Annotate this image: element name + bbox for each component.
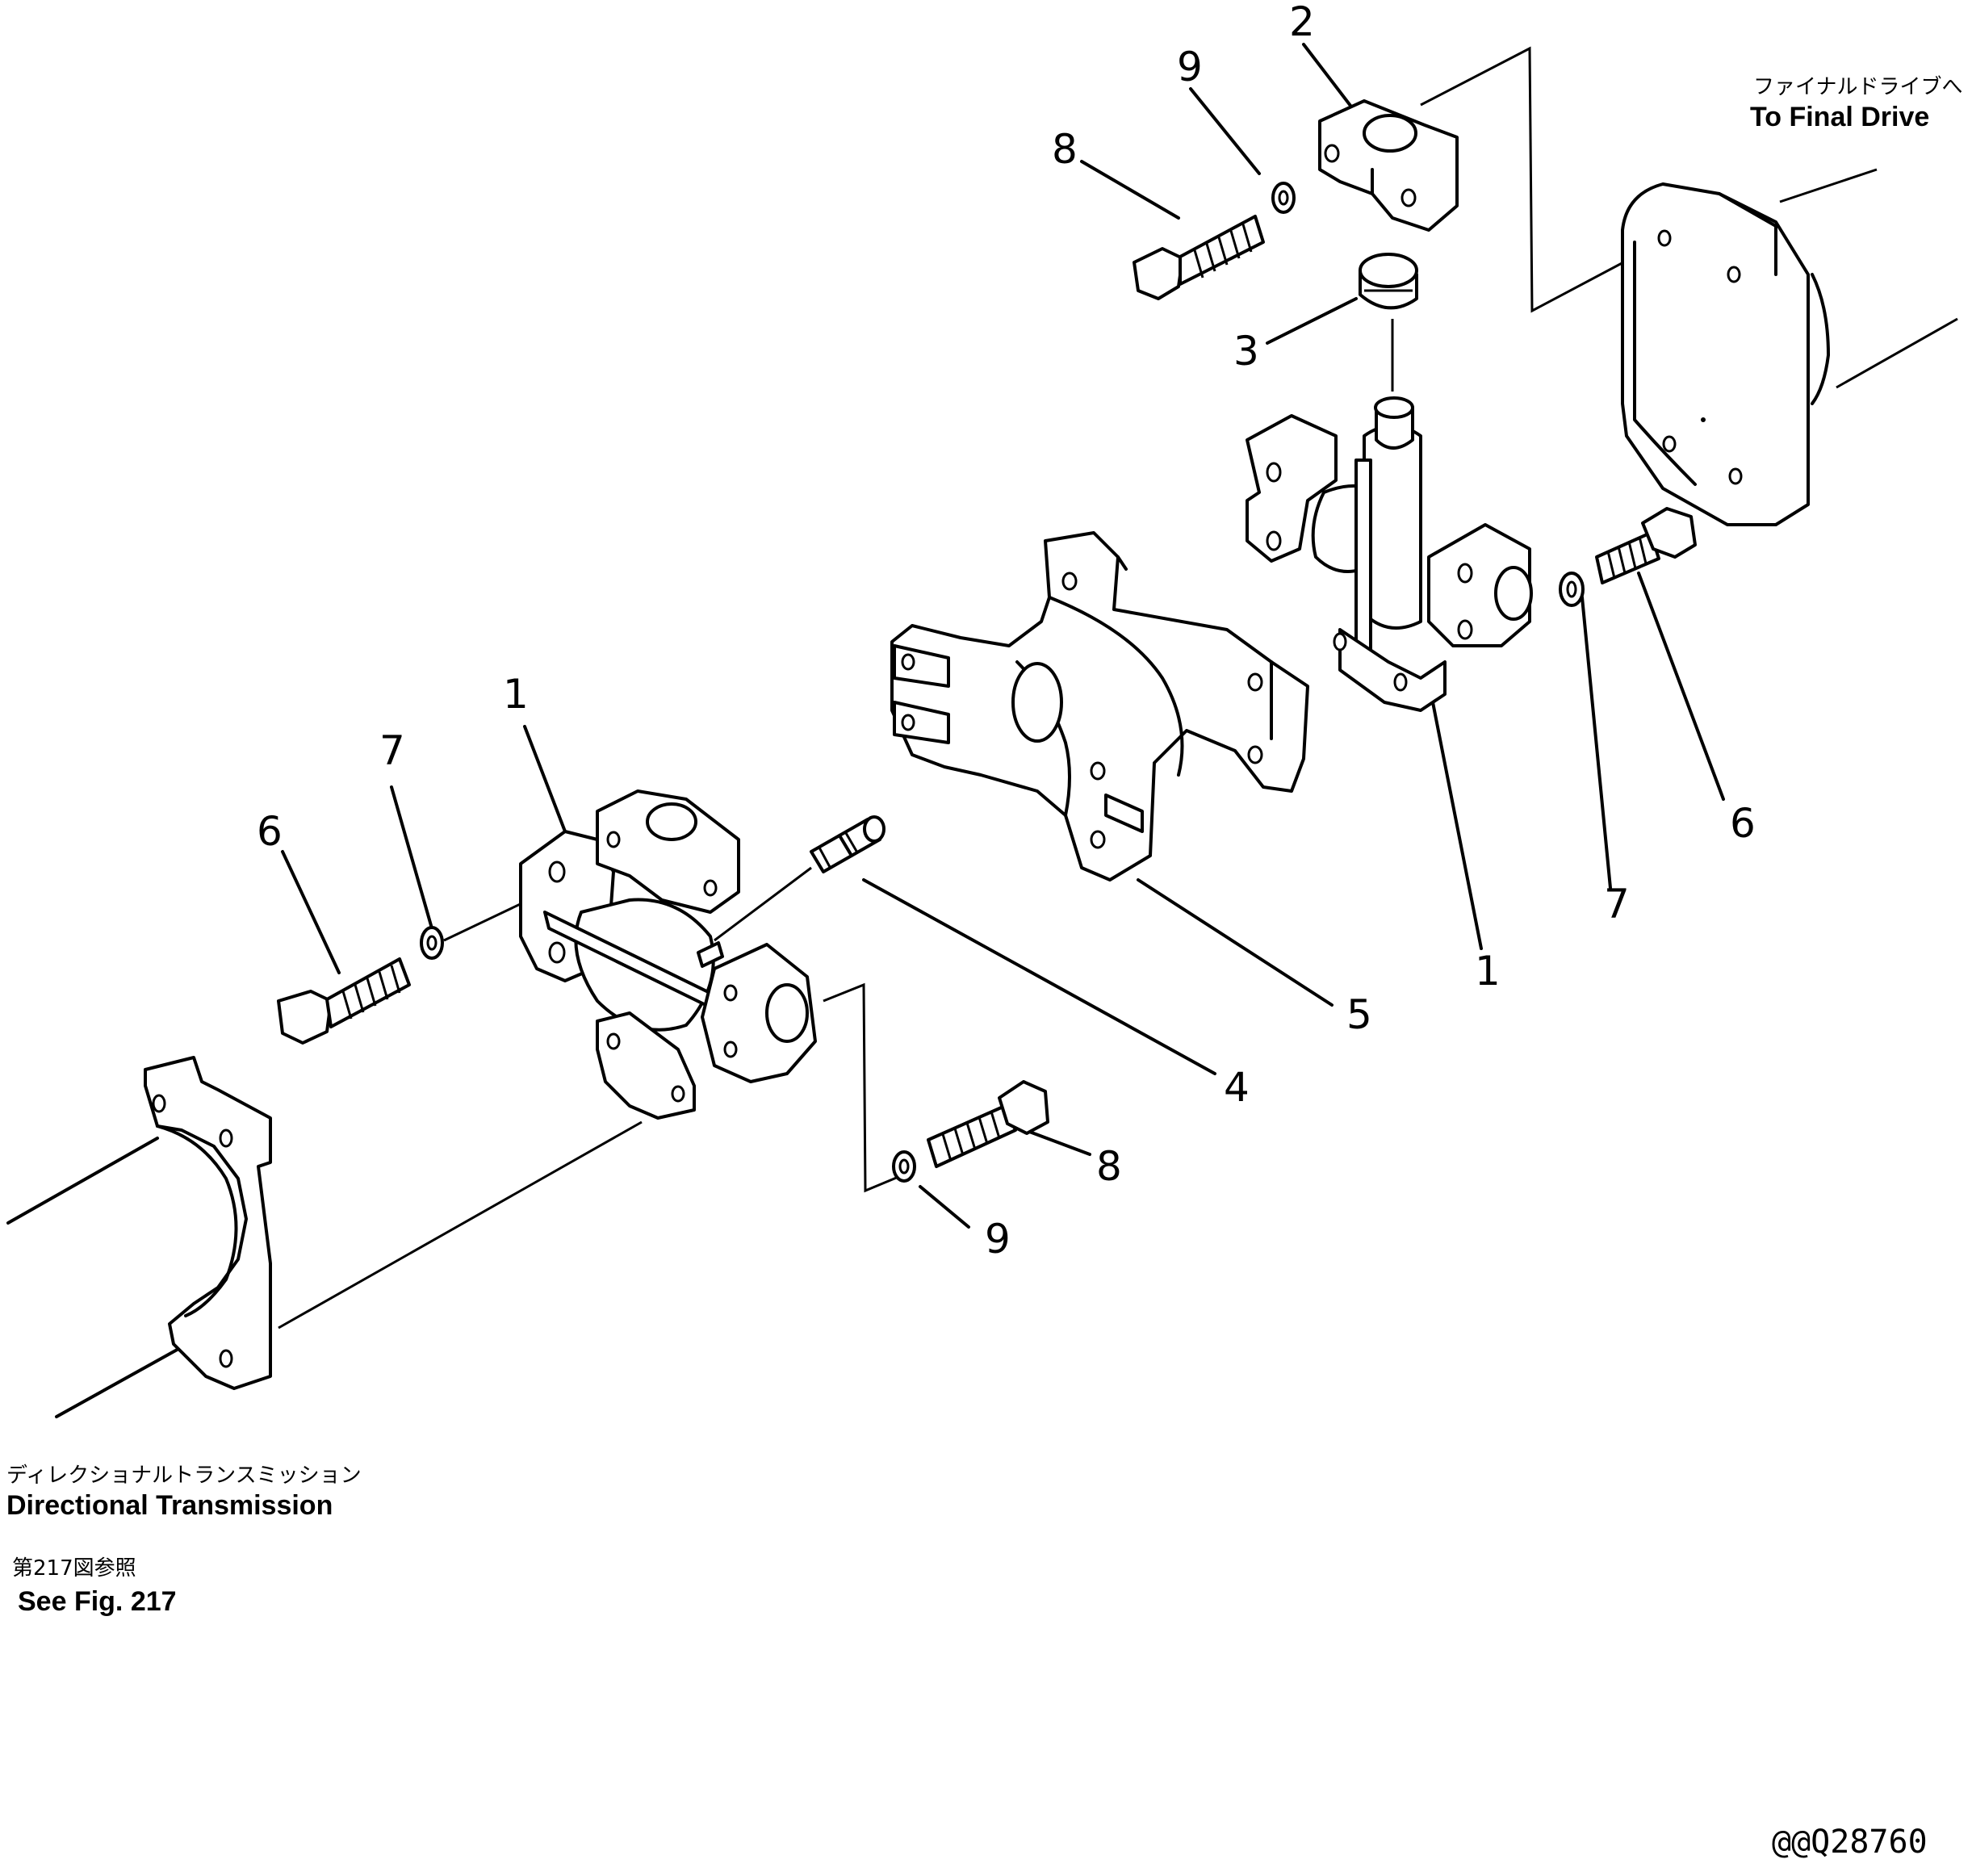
callout-8-top: 8 (1052, 126, 1078, 173)
part-9-washer-lower (892, 1150, 916, 1183)
callout-9-lower: 9 (985, 1216, 1011, 1263)
part-8-bolt-lower (927, 1080, 1049, 1168)
part-7-washer-lower (420, 926, 444, 960)
part-8-bolt-top (1133, 215, 1265, 300)
part-6-bolt-lower (277, 957, 411, 1045)
callout-9-top: 9 (1177, 44, 1203, 90)
transmission-note-jp: ディレクショナルトランスミッション (6, 1464, 362, 1488)
callout-7-right: 7 (1604, 881, 1630, 928)
final-drive-flange (1621, 182, 1830, 526)
leader-lines (281, 43, 1725, 1229)
part-5-yoke (890, 531, 1309, 881)
callout-5: 5 (1346, 991, 1372, 1038)
part-2-bearing-cap (1318, 99, 1459, 232)
callout-1-lower: 1 (503, 671, 529, 718)
part-1-spider-lower (519, 789, 817, 1120)
see-fig-note-en: See Fig. 217 (18, 1586, 177, 1617)
callout-7-lower: 7 (379, 727, 405, 774)
drawing-code: @@Q28760 (1772, 1824, 1928, 1861)
part-3-plug (1359, 253, 1418, 310)
callout-2: 2 (1289, 0, 1315, 45)
part-9-washer-top (1271, 182, 1296, 214)
part-6-bolt-right (1595, 507, 1697, 584)
final-drive-note-jp: ファイナルドライブへ (1753, 75, 1963, 99)
see-fig-note-jp: 第217図参照 (12, 1556, 136, 1581)
callout-4: 4 (1224, 1064, 1250, 1111)
part-7-washer-right (1559, 572, 1585, 607)
callout-1-upper: 1 (1475, 948, 1501, 995)
assembly-lines (278, 46, 1958, 1330)
callout-8-lower: 8 (1096, 1143, 1122, 1190)
transmission-housing (6, 1056, 272, 1418)
part-1-spider-upper (1246, 396, 1533, 712)
final-drive-note-en: To Final Drive (1750, 102, 1930, 132)
part-4-grease-fitting (810, 815, 886, 873)
callout-3: 3 (1233, 328, 1259, 375)
callout-6-right: 6 (1730, 800, 1756, 847)
transmission-note-en: Directional Transmission (6, 1490, 333, 1521)
callout-6-lower: 6 (257, 808, 283, 855)
